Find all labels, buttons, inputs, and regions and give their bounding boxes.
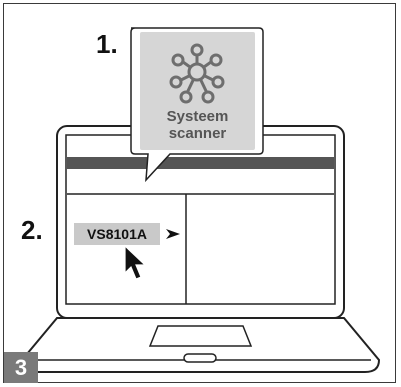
app-label: Systeem scanner <box>140 108 255 142</box>
mouse-cursor-icon <box>124 244 147 280</box>
app-label-line2: scanner <box>168 125 227 142</box>
app-label-line1: Systeem <box>166 108 229 125</box>
trackpad <box>148 325 253 347</box>
illustration-frame <box>3 3 396 383</box>
step-1-label: 1. <box>96 29 118 59</box>
window-title-bar <box>67 157 334 169</box>
laptop-notch <box>183 353 217 363</box>
device-list-item[interactable] <box>74 223 160 245</box>
figure-number-badge: 3 <box>4 352 38 383</box>
step-2-label: 2. <box>21 215 43 245</box>
device-name: VS8101A <box>87 226 147 242</box>
arrow-right-icon <box>166 229 180 239</box>
